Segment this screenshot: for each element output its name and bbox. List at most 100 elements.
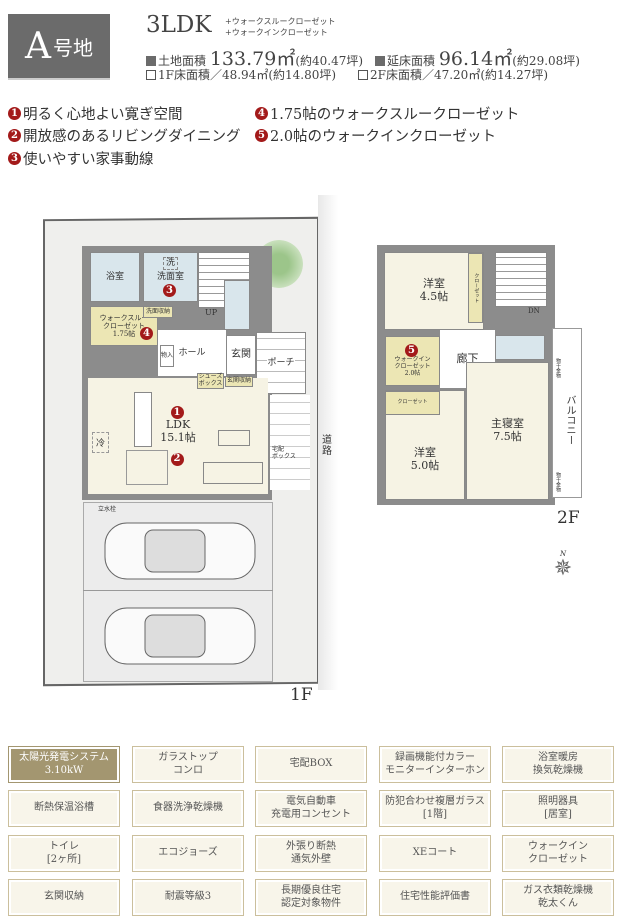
layout-note: +ウォークインクローゼット [225,28,328,37]
room-label: クローゼット [473,273,480,303]
room-label: 洗面室 [156,271,184,282]
total-area-value: 96.14㎡ [438,48,513,70]
number-badge: 1 [170,406,184,420]
layout-type: 3LDK [146,12,212,38]
equipment-item: 住宅性能評価書 [379,879,491,916]
equipment-item: 電気自動車 充電用コンセント [255,790,367,827]
room-size: 5.0帖 [410,459,440,472]
feature-text: 2.0帖のウォークインクローゼット [270,129,497,145]
number-badge: 1 [8,107,21,120]
wash-storage: 洗面収納 [143,306,173,318]
room-label: シューズ ボックス [198,373,223,387]
land-area: 土地面積 133.79㎡(約40.47坪) [146,44,363,71]
layout-note: +ウォークスルークローゼット [225,17,336,26]
number-badge: 4 [140,327,153,340]
shoe-box: シューズ ボックス [197,373,224,389]
equipment-item: 長期優良住宅 認定対象物件 [255,879,367,916]
room-label: ウォークイン クローゼット 2.0帖 [394,356,431,377]
floor2-label: 2F [557,508,580,528]
floor2-area-text: 2F床面積／47.20㎡(約14.27坪) [370,68,549,82]
land-area-value: 133.79㎡ [209,48,296,70]
entrance-storage: 玄関収納 [225,376,253,387]
room-size: 7.5帖 [493,430,522,443]
square-icon [146,56,156,66]
floor1-area-text: 1F床面積／48.94㎡(約14.80坪) [158,68,337,82]
faucet-label: 立水栓 [98,506,117,513]
total-floor-area: 延床面積 96.14㎡(約29.08坪) [375,44,580,71]
equipment-item: ガラストップ コンロ [132,746,244,783]
room-label: 廊下 [456,351,479,365]
drying-hardware-label: 物干金物 [555,358,561,378]
room-label: ポーチ [267,357,295,369]
kitchen-counter [134,392,152,447]
equipment-item: XEコート [379,835,491,872]
drying-hardware-label: 物干金物 [555,472,561,492]
equipment-item: 玄関収納 [8,879,120,916]
square-outline-icon [358,70,368,80]
road-label: 道 路 [322,435,332,457]
equipment-item: トイレ [2ヶ所] [8,835,120,872]
room-label: 洋室 [423,277,445,291]
room-toilet-2f [495,335,545,360]
room-label: 洋室 [414,446,436,460]
room-washroom: 洗 洗面室 3 [143,252,198,302]
land-area-tsubo: (約40.47坪) [295,54,364,68]
room-label: ウォークスルー クローゼット 1.75帖 [99,313,149,339]
number-badge: 5 [255,129,268,142]
room-toilet [224,280,250,330]
number-badge: 3 [163,283,176,297]
stairs [495,252,547,307]
compass-rose-icon: ✵ [553,556,573,581]
floor2-area: 2F床面積／47.20㎡(約14.27坪) [358,66,548,83]
room-entrance: 玄関 [226,335,256,375]
table [218,430,250,446]
sofa [203,462,263,484]
car-icon [104,607,256,665]
equipment-item: 耐震等級3 [132,879,244,916]
room-bath: 浴室 [90,252,140,302]
lot-letter: A [25,25,51,67]
equipment-item: 外張り断熱 通気外壁 [255,835,367,872]
equipment-item: 浴室暖房 換気乾燥機 [502,746,614,783]
room-label: 玄関収納 [226,377,251,385]
land-area-label: 土地面積 [158,54,207,68]
dining-table [126,450,168,485]
floor1-plan: 道 路 浴室 洗 洗面室 3 ウォークスルー クローゼット 1.75帖 4 洗面… [0,0,340,710]
total-area-tsubo: (約29.08坪) [512,54,580,68]
room-label: 玄関 [231,349,251,361]
number-badge: 2 [170,452,184,466]
equipment-item: 宅配BOX [255,746,367,783]
room-size: 4.5帖 [419,290,449,303]
balcony-label: バルコニー [564,395,575,445]
delivery-box-label: 宅配 ボックス [272,446,296,460]
room-label: 物入 [161,351,174,359]
equipment-item: 防犯合わせ複層ガラス [1階] [379,790,491,827]
feature-text: 使いやすい家事動線 [23,152,154,168]
total-area-label: 延床面積 [387,54,436,68]
equipment-item: 太陽光発電システム 3.10kW [8,746,120,783]
floor1-label: 1F [290,685,313,705]
parking-divider [83,590,273,591]
room-label: ホール [178,347,206,358]
room-label: LDK [165,418,191,432]
dn-label: DN [528,307,540,315]
room-ldk: 1 LDK 15.1帖 2 [88,378,268,494]
number-badge: 5 [405,344,418,358]
washer-label: 洗 [162,257,178,270]
room-label: 浴室 [105,271,124,282]
feature-text: 明るく心地よい寛ぎ空間 [23,107,183,123]
lot-badge: A 号地 [8,14,110,80]
number-badge: 3 [8,152,21,165]
room-size: 15.1帖 [160,431,196,444]
room-label: 主寝室 [491,417,524,431]
equipment-item: 食器洗浄乾燥機 [132,790,244,827]
road-strip [318,195,338,690]
equipment-item: 断熱保温浴槽 [8,790,120,827]
